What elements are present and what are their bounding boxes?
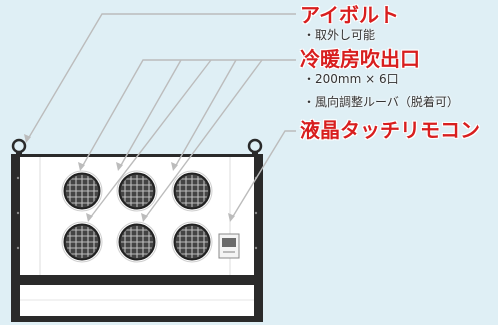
eyebolt-note: ・取外し可能 — [303, 28, 376, 42]
touch-panel-title: 液晶タッチリモコン — [300, 118, 480, 142]
outlet-2-icon — [117, 171, 157, 211]
outlet-3-icon — [172, 171, 212, 211]
outlet-1-icon — [62, 171, 102, 211]
eyebolt-left-icon — [11, 138, 27, 156]
outlet-6-icon — [172, 222, 212, 262]
outlets-note-size: ・200mm × 6口 — [303, 72, 399, 86]
eyebolt-title: アイボルト — [300, 3, 399, 27]
eyebolt-right-icon — [247, 138, 263, 156]
touch-controller-icon — [218, 233, 240, 259]
outlets-title: 冷暖房吹出口 — [300, 47, 420, 71]
outlets-note-louver: ・風向調整ルーバ（脱着可） — [303, 95, 459, 109]
outlet-5-icon — [117, 222, 157, 262]
leader-lines — [27, 13, 296, 219]
outlet-4-icon — [62, 222, 102, 262]
